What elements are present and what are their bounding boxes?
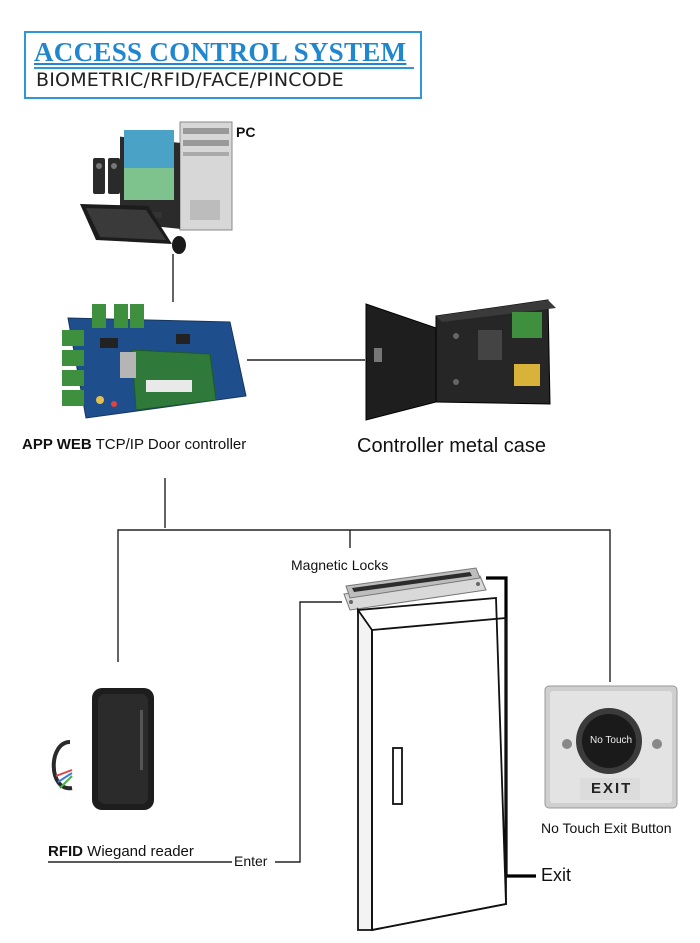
exit-button-label: No Touch Exit Button [541,820,672,836]
door [357,597,507,932]
pc-icon [80,121,233,254]
metal-case [365,299,556,421]
rfid-reader-icon [51,688,154,810]
wire-bus [117,529,611,682]
enter-label: Enter [234,853,268,869]
page-subtitle: BIOMETRIC/RFID/FACE/PINCODE [36,69,344,91]
exit-button-icon [544,685,678,809]
controller-label-bold: APP WEB [22,436,92,453]
controller-label-rest: TCP/IP Door controller [91,436,247,453]
exit-button-face-text: No Touch [590,735,633,746]
magnetic-lock [343,567,487,611]
controller-label: APP WEB TCP/IP Door controller [22,436,246,453]
rfid-label-bold: RFID [48,843,83,860]
metal-case-label: Controller metal case [357,435,546,457]
pc-label: PC [236,124,256,140]
exit-label: Exit [541,865,572,885]
magnetic-locks-label: Magnetic Locks [291,557,389,573]
title-box: ACCESS CONTROL SYSTEM BIOMETRIC/RFID/FAC… [24,31,422,99]
page-title: ACCESS CONTROL SYSTEM [34,35,414,69]
rfid-label-rest: Wiegand reader [83,843,194,860]
exit-plate-text: EXIT [591,780,633,797]
wires [48,254,611,863]
wire-enter [275,601,342,863]
rfid-reader-label: RFID Wiegand reader [48,843,194,860]
door-controller-board [62,304,247,419]
